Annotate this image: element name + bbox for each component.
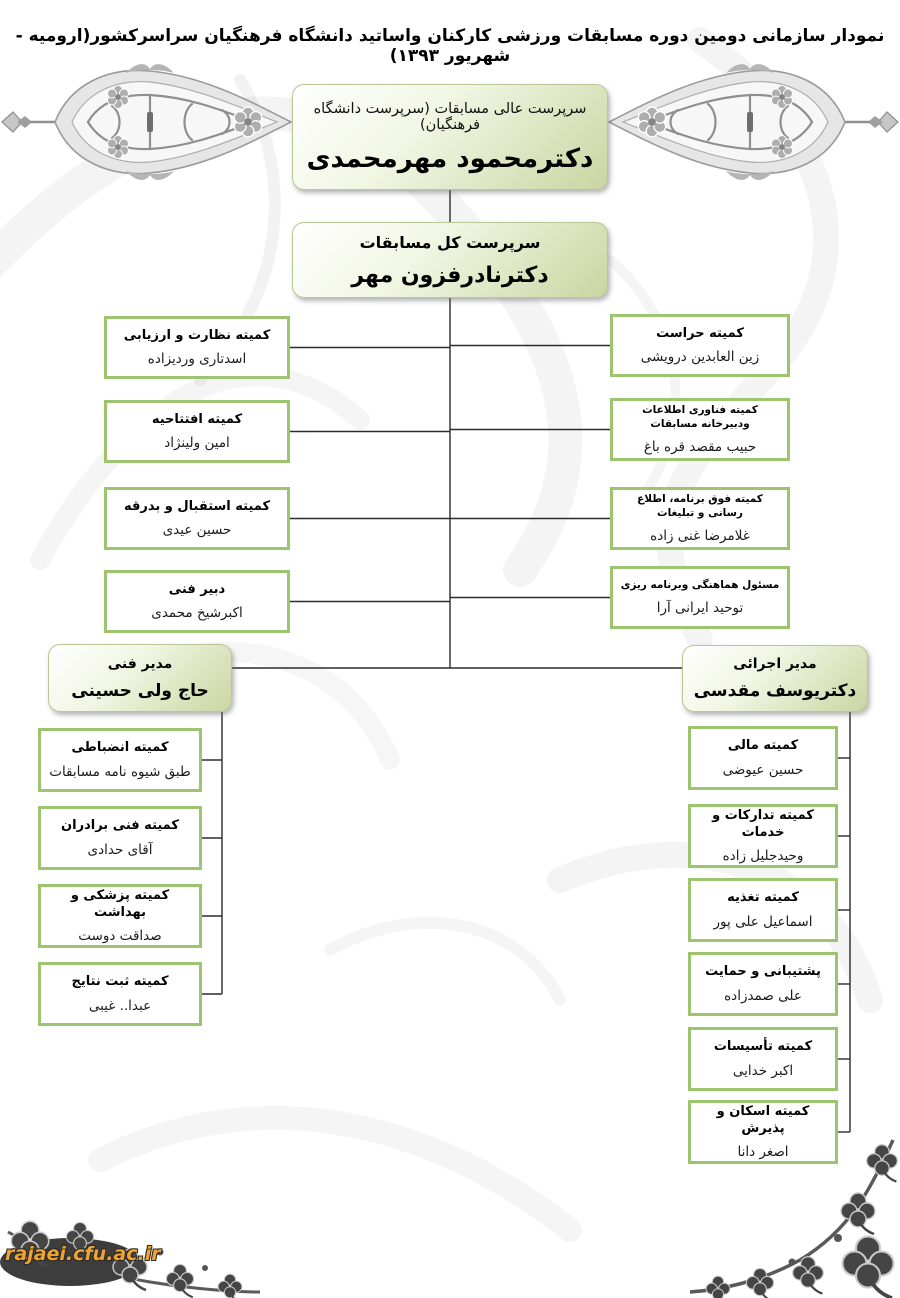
committee-box: کمیته مالی حسین عیوضی: [688, 726, 838, 790]
committee-box: کمیته فوق برنامه، اطلاع رسانی و تبلیغات …: [610, 487, 790, 550]
committee-member: حسین عیوضی: [722, 761, 804, 778]
supreme-name: دکترمحمود مهرمحمدی: [306, 143, 594, 174]
committee-member: توحید ایرانی آرا: [656, 599, 744, 616]
committee-member: طبق شیوه نامه مسابقات: [49, 763, 191, 780]
committee-member: اسدتاری وردیزاده: [147, 351, 247, 368]
committee-box: کمیته حراست زین العابدین درویشی: [610, 314, 790, 377]
committee-box: کمیته پزشکی و بهداشت صداقت دوست: [38, 884, 202, 948]
committee-member: غلامرضا غنی زاده: [650, 527, 750, 544]
committee-title: کمیته فنی برادران: [61, 818, 179, 834]
committee-member: آقای حدادی: [87, 841, 153, 858]
committee-box: کمیته استقبال و بدرقه حسین عیدی: [104, 487, 290, 550]
committee-box: کمیته ثبت نتایج عبدا.. غیبی: [38, 962, 202, 1026]
committee-title: کمیته ثبت نتایج: [71, 974, 169, 990]
committee-member: وحیدجلیل زاده: [722, 848, 804, 865]
committee-title: کمیته تأسیسات: [713, 1039, 813, 1055]
committee-box: کمیته تدارکات و خدمات وحیدجلیل زاده: [688, 804, 838, 868]
committee-member: اکبرشیخ محمدی: [151, 605, 243, 622]
committee-member: اصغر دانا: [737, 1144, 789, 1161]
committee-member: اسماعیل علی پور: [713, 913, 813, 930]
site-watermark: rajaei.cfu.ac.ir: [5, 1243, 161, 1265]
executive-manager-box: مدیر اجرائی دکتریوسف مقدسی: [682, 645, 868, 712]
committee-box: پشتیبانی و حمایت علی صمدزاده: [688, 952, 838, 1016]
committee-title: کمیته پزشکی و بهداشت: [70, 887, 170, 920]
committee-title: کمیته فناوری اطلاعات ودبیرخانه مسابقات: [642, 404, 758, 430]
committee-box: کمیته فناوری اطلاعات ودبیرخانه مسابقات ح…: [610, 398, 790, 461]
committee-member: عبدا.. غیبی: [88, 997, 152, 1014]
committee-title: کمیته تغذیه: [727, 890, 799, 906]
executive-manager-name: دکتریوسف مقدسی: [693, 681, 857, 701]
supreme-supervisor-box: سرپرست عالی مسابقات (سرپرست دانشگاه فرهن…: [292, 84, 608, 190]
committee-title: کمیته نظارت و ارزیابی: [123, 327, 271, 343]
committee-box: کمیته نظارت و ارزیابی اسدتاری وردیزاده: [104, 316, 290, 379]
committee-member: زین العابدین درویشی: [640, 349, 760, 366]
committee-box: دبیر فنی اکبرشیخ محمدی: [104, 570, 290, 633]
committee-title: کمیته افتتاحیه: [151, 411, 243, 427]
technical-manager-role: مدیر فنی: [107, 655, 173, 672]
committee-box: کمیته تأسیسات اکبر خدایی: [688, 1027, 838, 1091]
committee-title: کمیته مالی: [727, 738, 799, 754]
committee-member: علی صمدزاده: [724, 987, 802, 1004]
committee-member: حبیب مقصد قره باغ: [643, 438, 757, 455]
technical-manager-name: حاج ولی حسینی: [71, 680, 209, 701]
executive-manager-role: مدیر اجرائی: [733, 656, 817, 672]
committee-box: کمیته اسکان و پذیرش اصغر دانا: [688, 1100, 838, 1164]
general-role: سرپرست کل مسابقات: [359, 232, 541, 252]
general-supervisor-box: سرپرست کل مسابقات دکترنادرفزون مهر: [292, 222, 608, 298]
committee-member: حسین عیدی: [162, 522, 232, 539]
general-name: دکترنادرفزون مهر: [351, 262, 549, 288]
committee-title: کمیته فوق برنامه، اطلاع رسانی و تبلیغات: [637, 493, 763, 519]
committee-title: کمیته استقبال و بدرقه: [123, 498, 271, 514]
committee-title: پشتیبانی و حمایت: [705, 964, 821, 980]
headpiece-ornament-right: [609, 64, 898, 180]
committee-title: کمیته تدارکات و خدمات: [712, 807, 814, 840]
page-title: نمودار سازمانی دومین دوره مسابقات ورزشی …: [15, 26, 885, 66]
supreme-role: سرپرست عالی مسابقات (سرپرست دانشگاه فرهن…: [313, 100, 587, 133]
committee-box: کمیته افتتاحیه امین ولینژاد: [104, 400, 290, 463]
committee-title: کمیته حراست: [656, 325, 744, 341]
committee-title: کمیته انضباطی: [71, 740, 169, 756]
committee-box: مسئول هماهنگی وبرنامه ریزی توحید ایرانی …: [610, 566, 790, 629]
committee-box: کمیته فنی برادران آقای حدادی: [38, 806, 202, 870]
committee-title: کمیته اسکان و پذیرش: [716, 1103, 810, 1136]
headpiece-ornament-left: [2, 64, 291, 180]
committee-title: مسئول هماهنگی وبرنامه ریزی: [620, 579, 780, 592]
committee-member: اکبر خدایی: [732, 1062, 794, 1079]
committee-member: صداقت دوست: [78, 928, 162, 945]
committee-box: کمیته تغذیه اسماعیل علی پور: [688, 878, 838, 942]
committee-title: دبیر فنی: [168, 581, 226, 597]
committee-box: کمیته انضباطی طبق شیوه نامه مسابقات: [38, 728, 202, 792]
technical-manager-box: مدیر فنی حاج ولی حسینی: [48, 644, 232, 712]
committee-member: امین ولینژاد: [164, 435, 230, 452]
